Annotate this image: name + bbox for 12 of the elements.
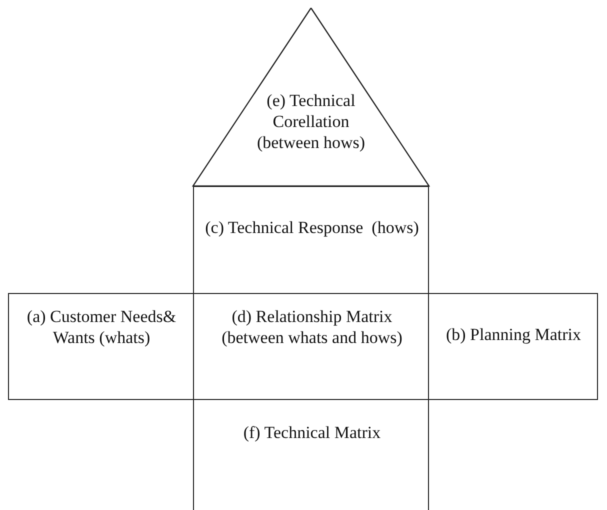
box-label: (f) Technical Matrix	[242, 422, 382, 443]
box-label: (d) Relationship Matrix (between whats and hows)	[220, 306, 404, 348]
matrix-box	[429, 293, 598, 400]
matrix-box	[193, 186, 429, 293]
box-label: (a) Customer Needs& Wants (whats)	[26, 306, 178, 348]
box-label: (c) Technical Response (hows)	[204, 217, 420, 238]
matrix-box	[8, 293, 193, 400]
box-label: (b) Planning Matrix	[444, 324, 582, 345]
box-label: (e) Technical Corellation (between hows)	[256, 90, 366, 153]
matrix-box	[193, 400, 429, 510]
matrix-box	[193, 293, 429, 400]
roof-triangle	[193, 8, 429, 186]
